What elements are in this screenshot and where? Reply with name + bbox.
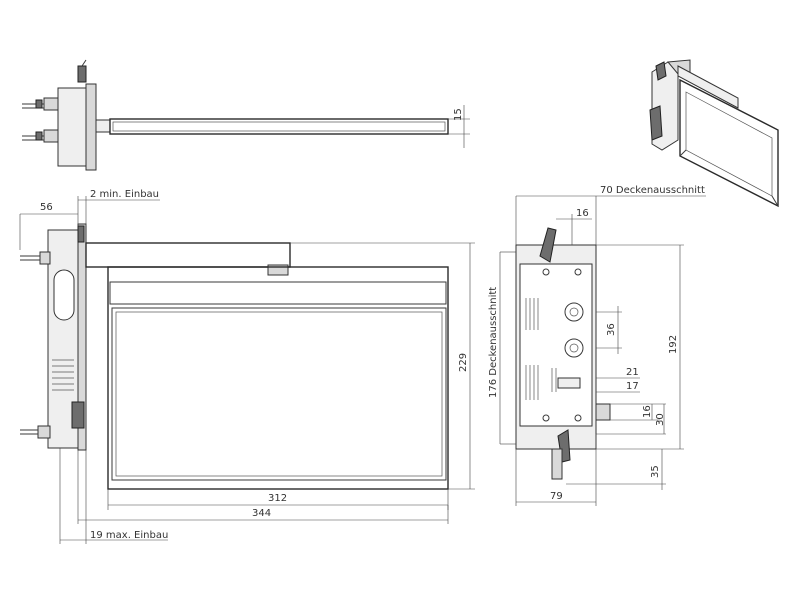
side-192-label: 192 bbox=[668, 335, 679, 354]
side-17-label: 17 bbox=[626, 381, 639, 392]
front-view: 229 312 344 56 2 min. Einbau 19 max. Ein… bbox=[19, 189, 475, 544]
top-view-spring-clip bbox=[77, 65, 87, 83]
front-view-sign-window bbox=[111, 307, 447, 481]
isometric-view bbox=[649, 59, 779, 208]
top-view: 15 bbox=[22, 59, 470, 171]
side-16b-label: 16 bbox=[642, 405, 653, 418]
front-view-oval-cutout bbox=[53, 269, 75, 321]
side-21-label: 21 bbox=[626, 367, 639, 378]
side-view-hole-upper bbox=[564, 302, 584, 322]
side-36-label: 36 bbox=[606, 323, 617, 336]
side-35-label: 35 bbox=[650, 465, 661, 478]
side-view-hole-lower bbox=[564, 338, 584, 358]
cutout-depth-label: 176 Deckenausschnitt bbox=[488, 287, 499, 398]
top-view-connector-2 bbox=[43, 129, 59, 143]
side-79-label: 79 bbox=[550, 491, 563, 502]
front-view-sign-panel bbox=[107, 266, 449, 490]
top-view-panel bbox=[109, 118, 449, 135]
max-install-label: 19 max. Einbau bbox=[90, 530, 168, 541]
side-30-label: 30 bbox=[655, 413, 666, 426]
side-view: 70 Deckenausschnitt 16 176 Deckenausschn… bbox=[488, 185, 706, 506]
front-inner-width-label: 312 bbox=[268, 493, 287, 504]
top-view-housing bbox=[57, 87, 87, 167]
cutout-width-label: 70 Deckenausschnitt bbox=[600, 185, 705, 196]
min-install-label: 2 min. Einbau bbox=[90, 189, 159, 200]
front-outer-width-label: 344 bbox=[252, 508, 271, 519]
side-view-top-clip bbox=[539, 227, 557, 263]
front-view-flange bbox=[77, 223, 87, 451]
side-top-16-label: 16 bbox=[576, 208, 589, 219]
top-view-height-label: 15 bbox=[453, 108, 464, 121]
top-view-connector-1 bbox=[43, 97, 59, 111]
left-depth-label: 56 bbox=[40, 202, 53, 213]
top-view-flange bbox=[85, 83, 97, 171]
front-height-label: 229 bbox=[458, 353, 469, 372]
